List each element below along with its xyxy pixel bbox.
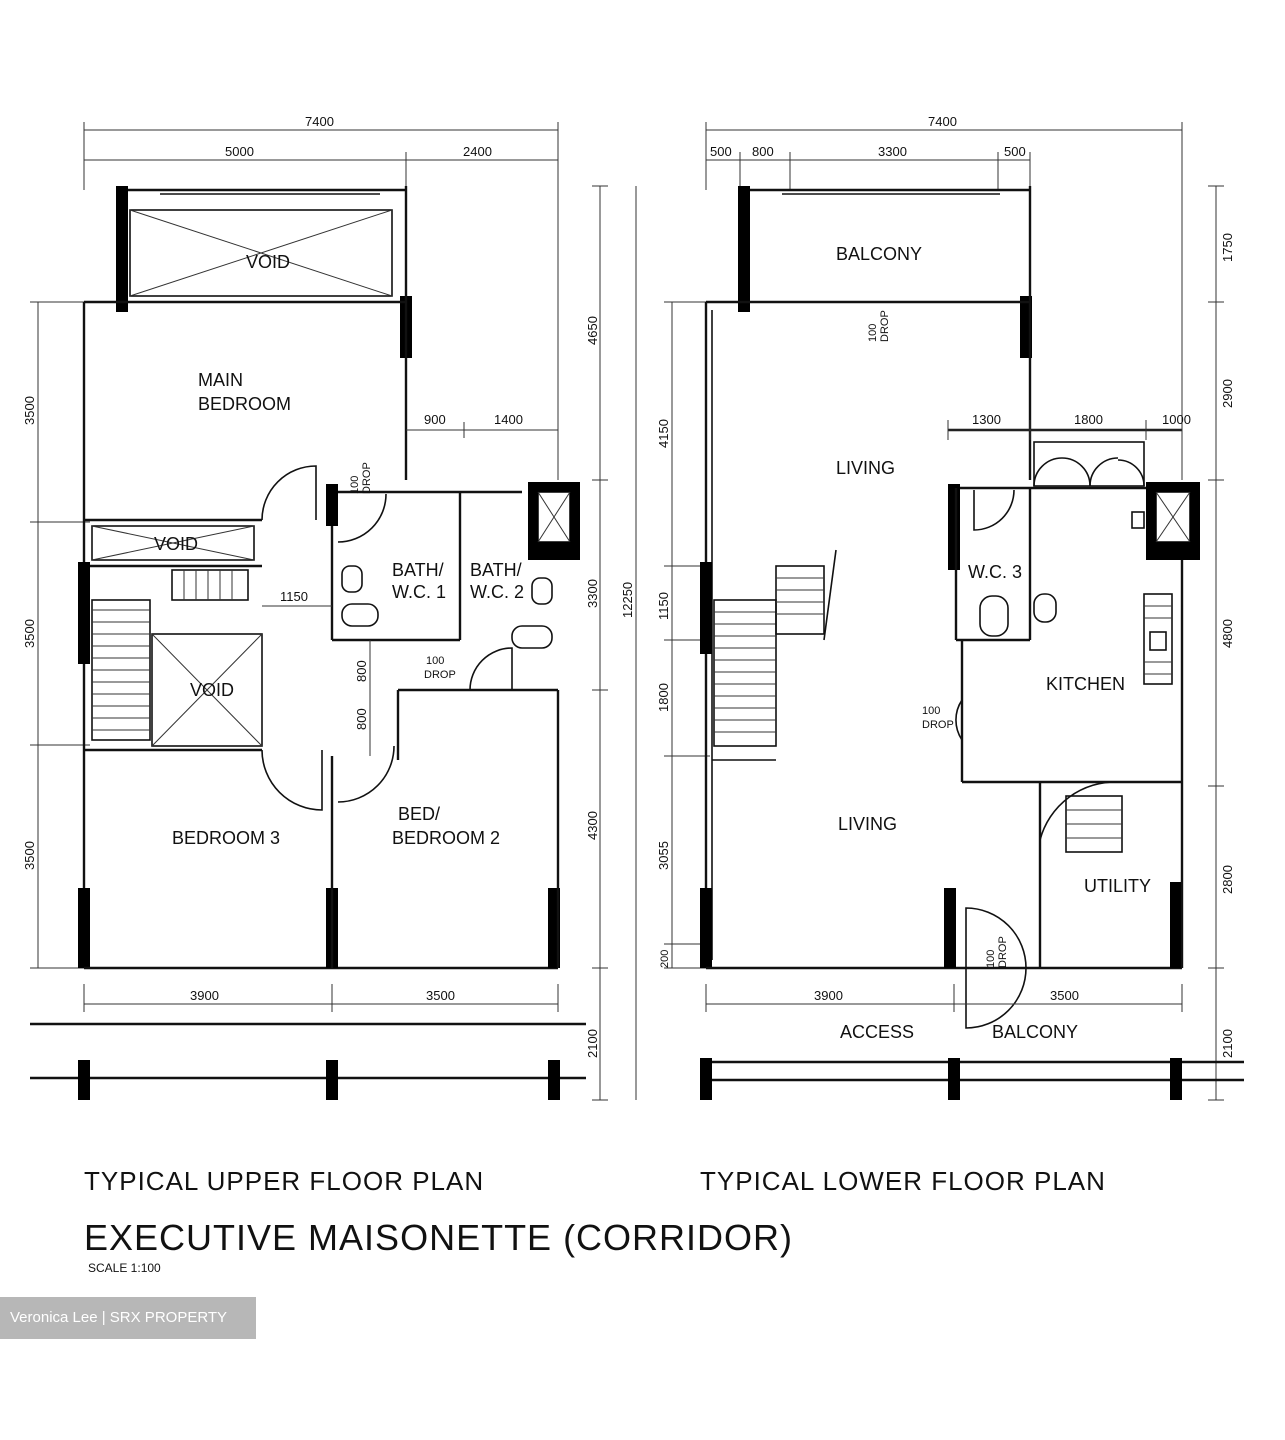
label-kitchen: KITCHEN (1046, 674, 1125, 694)
label-dining: LIVING (838, 814, 897, 834)
lower-stairs (712, 549, 837, 761)
dim-lower-1300: 1300 (972, 412, 1001, 427)
label-drop-upper-a-2: DROP (361, 462, 373, 494)
label-bath-wc1-line1: BATH/ (392, 560, 444, 580)
label-bedroom-2-line2: BEDROOM 2 (392, 828, 500, 848)
label-main-bedroom-line1: MAIN (198, 370, 243, 390)
upper-floor-plan: 7400 5000 2400 3500 3500 3500 4650 3300 … (22, 114, 637, 1101)
dim-lower-500-a: 500 (710, 144, 732, 159)
lower-inner-dimensions: 1300 1800 1000 (947, 412, 1191, 440)
dim-lower-3055: 3055 (656, 841, 671, 870)
upper-inner-dimensions: 900 1400 1150 800 800 (262, 412, 558, 756)
upper-voids (91, 209, 393, 747)
label-void-stair: VOID (190, 680, 234, 700)
dim-lower-7400: 7400 (928, 114, 957, 129)
dim-lower-1750: 1750 (1220, 233, 1235, 262)
dim-lower-2100: 2100 (1220, 1029, 1235, 1058)
label-bath-wc1-line2: W.C. 1 (392, 582, 446, 602)
caption-lower-floor-plan: TYPICAL LOWER FLOOR PLAN (700, 1166, 1106, 1196)
lower-right-dimensions: 1750 2900 4800 2800 2100 (1208, 185, 1235, 1101)
label-drop-upper-b-1: 100 (426, 655, 444, 667)
label-wc3: W.C. 3 (968, 562, 1022, 582)
dim-lower-3900: 3900 (814, 988, 843, 1003)
label-drop-upper-b-2: DROP (424, 669, 456, 681)
lower-left-dimensions: 4150 1150 1800 3055 200 (656, 301, 710, 969)
label-drop-upper-a-1: 100 (349, 476, 361, 494)
label-drop-lower-c-1: 100 (985, 950, 997, 968)
lower-walls (700, 186, 1200, 970)
plan-scale: SCALE 1:100 (88, 1261, 161, 1275)
dim-upper-1400: 1400 (494, 412, 523, 427)
lower-floor-plan: 7400 500 800 3300 500 4150 1150 1800 305… (656, 114, 1244, 1101)
label-drop-lower-a-2: DROP (879, 310, 891, 342)
dim-lower-3300: 3300 (878, 144, 907, 159)
label-void-mid: VOID (154, 534, 198, 554)
dim-lower-1150: 1150 (656, 592, 671, 620)
dim-upper-3900: 3900 (190, 988, 219, 1003)
dim-upper-4650: 4650 (585, 316, 600, 345)
dim-lower-2900: 2900 (1220, 379, 1235, 408)
dim-lower-2800: 2800 (1220, 865, 1235, 894)
dim-lower-500-b: 500 (1004, 144, 1026, 159)
label-drop-lower-b-2: DROP (922, 719, 954, 731)
caption-upper-floor-plan: TYPICAL UPPER FLOOR PLAN (84, 1166, 484, 1196)
plan-title: EXECUTIVE MAISONETTE (CORRIDOR) (84, 1217, 793, 1258)
upper-bottom: 3900 3500 (30, 984, 586, 1100)
dim-lower-1800: 1800 (656, 683, 671, 712)
upper-stairs (91, 569, 249, 741)
dim-lower-800: 800 (752, 144, 774, 159)
dim-upper-5000: 5000 (225, 144, 254, 159)
label-balcony: BALCONY (836, 244, 922, 264)
upper-room-labels: VOID MAIN BEDROOM VOID VOID BATH/ W.C. 1… (154, 252, 524, 848)
dim-overall-12250: 12250 (620, 582, 635, 618)
upper-left-dimensions: 3500 3500 3500 (22, 301, 90, 969)
dim-lower-3500-bottom: 3500 (1050, 988, 1079, 1003)
label-bedroom-2-line1: BED/ (398, 804, 440, 824)
dim-lower-1000: 1000 (1162, 412, 1191, 427)
dim-lower-4800: 4800 (1220, 619, 1235, 648)
dim-upper-4300: 4300 (585, 811, 600, 840)
label-drop-lower-b-1: 100 (922, 705, 940, 717)
upper-fixtures (341, 565, 553, 649)
label-bedroom-3: BEDROOM 3 (172, 828, 280, 848)
label-drop-lower-a-1: 100 (867, 324, 879, 342)
dim-upper-2100: 2100 (585, 1029, 600, 1058)
dim-upper-1150: 1150 (280, 589, 308, 604)
lower-fixtures (979, 511, 1173, 853)
dim-upper-3500-bottom: 3500 (426, 988, 455, 1003)
dim-upper-800-a: 800 (354, 660, 369, 682)
upper-doors (261, 465, 513, 811)
dim-upper-3300: 3300 (585, 579, 600, 608)
label-utility: UTILITY (1084, 876, 1151, 896)
label-access: ACCESS (840, 1022, 914, 1042)
dim-upper-900: 900 (424, 412, 446, 427)
label-access-balcony: BALCONY (992, 1022, 1078, 1042)
dim-lower-200: 200 (659, 950, 671, 968)
lower-bottom: 3900 3500 ACCESS BALCONY (700, 984, 1244, 1100)
label-bath-wc2-line1: BATH/ (470, 560, 522, 580)
dim-lower-4150: 4150 (656, 419, 671, 448)
dim-lower-1800-top: 1800 (1074, 412, 1103, 427)
label-living: LIVING (836, 458, 895, 478)
label-main-bedroom-line2: BEDROOM (198, 394, 291, 414)
dim-upper-7400: 7400 (305, 114, 334, 129)
lower-top-dimensions: 7400 500 800 3300 500 (705, 114, 1183, 480)
label-void-top: VOID (246, 252, 290, 272)
upper-right-dimensions: 4650 3300 4300 2100 12250 (585, 185, 637, 1101)
label-bath-wc2-line2: W.C. 2 (470, 582, 524, 602)
upper-top-dimensions: 7400 5000 2400 (83, 114, 559, 480)
watermark-badge: Veronica Lee | SRX PROPERTY (0, 1297, 256, 1339)
captions: TYPICAL UPPER FLOOR PLAN TYPICAL LOWER F… (84, 1166, 1106, 1275)
dim-upper-left-3500-b: 3500 (22, 619, 37, 648)
lower-room-labels: BALCONY LIVING W.C. 3 KITCHEN LIVING UTI… (836, 244, 1151, 968)
dim-upper-800-b: 800 (354, 708, 369, 730)
dim-upper-left-3500-a: 3500 (22, 396, 37, 425)
dim-upper-left-3500-c: 3500 (22, 841, 37, 870)
dim-upper-2400: 2400 (463, 144, 492, 159)
lower-doors (955, 489, 1027, 1029)
label-drop-lower-c-2: DROP (997, 936, 1009, 968)
